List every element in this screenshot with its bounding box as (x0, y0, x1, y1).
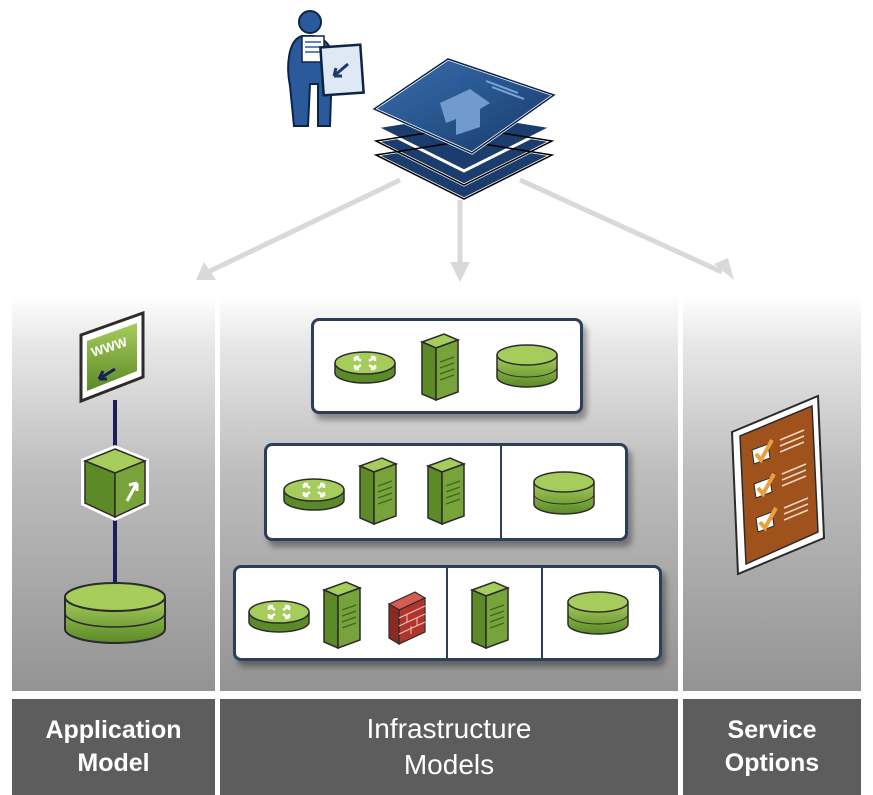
tier-2-divider (500, 446, 502, 538)
checklist-clipboard-icon (730, 394, 826, 576)
tier-3-divider-b (541, 568, 543, 658)
server-tower-icon (359, 457, 397, 525)
database-cylinder-icon (496, 344, 558, 388)
arrow-head-right (714, 258, 734, 280)
application-model-label: Application Model (12, 699, 215, 795)
router-icon (333, 350, 397, 385)
arrows (196, 177, 734, 282)
server-tower-icon (471, 581, 509, 649)
server-tower-icon (421, 333, 459, 401)
firewall-brick-icon (388, 591, 426, 645)
service-options-label: Service Options (683, 699, 861, 795)
database-cylinder-icon (567, 591, 629, 635)
application-stack: WWW (64, 310, 166, 644)
stacked-blueprint-pages-icon (370, 57, 558, 201)
server-tower-icon (323, 581, 361, 649)
application-label-line-1: Application (45, 716, 182, 744)
service-label-line-2: Options (724, 749, 820, 777)
service-label-line-1: Service (727, 716, 817, 744)
infrastructure-models-label: Infrastructure Models (220, 699, 678, 795)
server-tower-icon (427, 457, 465, 525)
www-monitor-icon: WWW (79, 310, 145, 404)
tier-3-divider-a (446, 568, 448, 658)
checkbox-3 (755, 507, 778, 533)
router-icon (282, 477, 346, 512)
application-cube-icon (81, 445, 149, 521)
infrastructure-label-line-2: Models (403, 749, 495, 780)
router-icon (247, 599, 311, 634)
database-cylinder-icon (533, 471, 595, 515)
database-cylinder-icon (64, 582, 166, 644)
architect-person-icon (287, 10, 365, 127)
arrow-head-center (450, 262, 470, 282)
checkbox-2 (753, 473, 776, 499)
arrow-head-left (196, 262, 216, 280)
checkbox-1 (751, 439, 774, 465)
infrastructure-label-line-1: Infrastructure (366, 713, 532, 744)
application-label-line-2: Model (77, 749, 150, 777)
